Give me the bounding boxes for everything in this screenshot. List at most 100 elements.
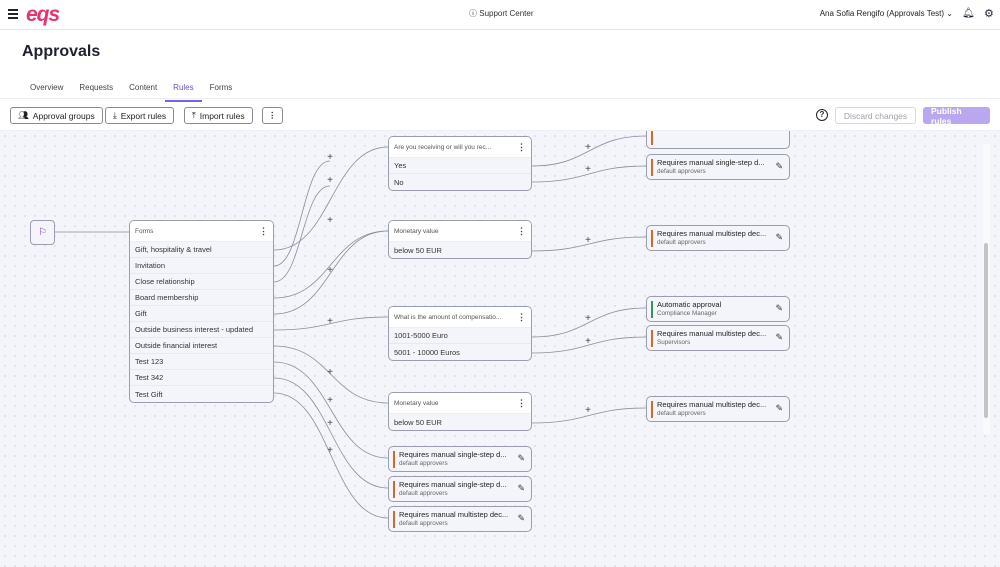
question-node[interactable]: Monetary value⋮ below 50 EUR xyxy=(388,392,532,431)
help-icon[interactable]: ? xyxy=(816,109,828,121)
outcome-node[interactable]: Requires manual single-step d... default… xyxy=(646,154,790,180)
kebab-icon[interactable]: ⋮ xyxy=(517,141,526,152)
status-bar xyxy=(651,230,653,247)
edge xyxy=(531,307,647,338)
edge xyxy=(273,345,389,404)
kebab-icon[interactable]: ⋮ xyxy=(259,225,268,236)
form-item[interactable]: Invitation xyxy=(130,258,273,274)
form-item[interactable]: Test Gift xyxy=(135,389,163,399)
menu-icon[interactable] xyxy=(8,9,18,19)
form-item[interactable]: Gift, hospitality & travel xyxy=(130,242,273,258)
add-node-plus-icon[interactable]: + xyxy=(327,265,333,276)
kebab-icon[interactable]: ⋮ xyxy=(517,225,526,236)
outcome-node[interactable]: Requires manual multistep dec... default… xyxy=(388,506,532,532)
forms-node[interactable]: Forms⋮ Gift, hospitality & travel Invita… xyxy=(129,220,274,403)
scrollbar-thumb[interactable] xyxy=(984,243,988,418)
form-item[interactable]: Outside financial interest xyxy=(130,338,273,354)
add-node-plus-icon[interactable]: + xyxy=(585,164,591,175)
option-row[interactable]: Yes xyxy=(389,158,531,174)
eqs-logo[interactable]: eqs xyxy=(26,3,60,26)
edge xyxy=(273,316,389,331)
outcome-node-clipped[interactable] xyxy=(646,131,790,149)
form-item[interactable]: Gift xyxy=(130,306,273,322)
export-rules-button[interactable]: ⤓Export rules xyxy=(105,107,175,124)
edge xyxy=(273,392,389,519)
pencil-icon[interactable]: ✎ xyxy=(775,303,783,313)
pencil-icon[interactable]: ✎ xyxy=(775,403,783,413)
outcome-node[interactable]: Requires manual single-step d... default… xyxy=(388,446,532,472)
outcome-node[interactable]: Requires manual multistep dec... Supervi… xyxy=(646,325,790,351)
start-flag-node[interactable]: ⚐ xyxy=(30,220,55,245)
kebab-icon[interactable]: ⋮ xyxy=(517,311,526,322)
add-node-plus-icon[interactable]: + xyxy=(585,235,591,246)
outcome-approvers: default approvers xyxy=(657,239,706,246)
status-bar xyxy=(393,511,395,528)
add-node-plus-icon[interactable]: + xyxy=(585,313,591,324)
option-row[interactable]: 1001-5000 Euro xyxy=(389,328,531,344)
outcome-node[interactable]: Automatic approval Compliance Manager ✎ xyxy=(646,296,790,322)
outcome-approvers: Compliance Manager xyxy=(657,310,717,317)
tab-content[interactable]: Content xyxy=(129,83,158,92)
outcome-title: Requires manual multistep dec... xyxy=(657,329,767,338)
gear-icon[interactable]: ⚙ xyxy=(984,8,994,20)
discard-changes-button[interactable]: Discard changes xyxy=(835,107,916,124)
add-node-plus-icon[interactable]: + xyxy=(327,445,333,456)
bell-icon[interactable]: 🔔︎ xyxy=(962,8,975,19)
upload-icon: ⤒ xyxy=(192,110,196,120)
add-node-plus-icon[interactable]: + xyxy=(327,316,333,327)
rules-canvas[interactable]: ⚐ Forms⋮ Gift, hospitality & travel Invi… xyxy=(0,130,1000,567)
tab-overview[interactable]: Overview xyxy=(30,83,64,92)
more-options-button[interactable]: ⋮ xyxy=(262,107,283,124)
outcome-node[interactable]: Requires manual multistep dec... default… xyxy=(646,396,790,422)
download-icon: ⤓ xyxy=(113,110,117,120)
outcome-node[interactable]: Requires manual single-step d... default… xyxy=(388,476,532,502)
top-bar: eqs ⓘ Support Center Ana Sofia Rengifo (… xyxy=(0,0,1000,30)
outcome-approvers: default approvers xyxy=(399,460,448,467)
form-item[interactable]: Close relationship xyxy=(130,274,273,290)
support-center-link[interactable]: ⓘ Support Center xyxy=(469,8,534,19)
outcome-approvers: default approvers xyxy=(399,520,448,527)
add-node-plus-icon[interactable]: + xyxy=(327,395,333,406)
page-title: Approvals xyxy=(22,43,101,60)
question-node[interactable]: Monetary value ⋮ below 50 EUR xyxy=(388,220,532,259)
pencil-icon[interactable]: ✎ xyxy=(775,232,783,242)
node-title: Monetary value xyxy=(394,227,439,235)
chevron-down-icon: ⌄ xyxy=(946,9,953,18)
add-node-plus-icon[interactable]: + xyxy=(327,175,333,186)
user-menu[interactable]: Ana Sofia Rengifo (Approvals Test) ⌄ xyxy=(820,9,953,18)
add-node-plus-icon[interactable]: + xyxy=(585,405,591,416)
export-label: Export rules xyxy=(120,110,167,121)
question-node[interactable]: What is the amount of compensatio...⋮ 10… xyxy=(388,306,532,361)
pencil-icon[interactable]: ✎ xyxy=(775,161,783,171)
approval-groups-button[interactable]: 👥︎Approval groups xyxy=(10,107,103,124)
form-item[interactable]: Test 123 xyxy=(130,354,273,370)
option-row[interactable]: No xyxy=(394,177,404,187)
tab-forms[interactable]: Forms xyxy=(209,83,233,92)
outcome-approvers: Supervisors xyxy=(657,339,691,346)
outcome-title: Requires manual single-step d... xyxy=(657,158,765,167)
add-node-plus-icon[interactable]: + xyxy=(327,215,333,226)
add-node-plus-icon[interactable]: + xyxy=(327,152,333,163)
form-item[interactable]: Test 342 xyxy=(130,370,273,386)
outcome-node[interactable]: Requires manual multistep dec... default… xyxy=(646,225,790,251)
tab-rules[interactable]: Rules xyxy=(165,80,202,102)
add-node-plus-icon[interactable]: + xyxy=(327,418,333,429)
pencil-icon[interactable]: ✎ xyxy=(517,513,525,523)
form-item[interactable]: Outside business interest - updated xyxy=(130,322,273,338)
form-item[interactable]: Board membership xyxy=(130,290,273,306)
kebab-icon[interactable]: ⋮ xyxy=(517,397,526,408)
edge xyxy=(531,336,647,354)
pencil-icon[interactable]: ✎ xyxy=(517,453,525,463)
add-node-plus-icon[interactable]: + xyxy=(327,367,333,378)
import-rules-button[interactable]: ⤒Import rules xyxy=(184,107,253,124)
question-node[interactable]: Are you receiving or will you rec...⋮ Ye… xyxy=(388,136,532,191)
option-row[interactable]: 5001 - 10000 Euros xyxy=(394,347,460,357)
tab-requests[interactable]: Requests xyxy=(79,83,114,92)
option-row[interactable]: below 50 EUR xyxy=(394,245,442,255)
pencil-icon[interactable]: ✎ xyxy=(775,332,783,342)
add-node-plus-icon[interactable]: + xyxy=(585,336,591,347)
option-row[interactable]: below 50 EUR xyxy=(394,417,442,427)
pencil-icon[interactable]: ✎ xyxy=(517,483,525,493)
add-node-plus-icon[interactable]: + xyxy=(585,142,591,153)
publish-rules-button[interactable]: Publish rules xyxy=(923,106,990,126)
